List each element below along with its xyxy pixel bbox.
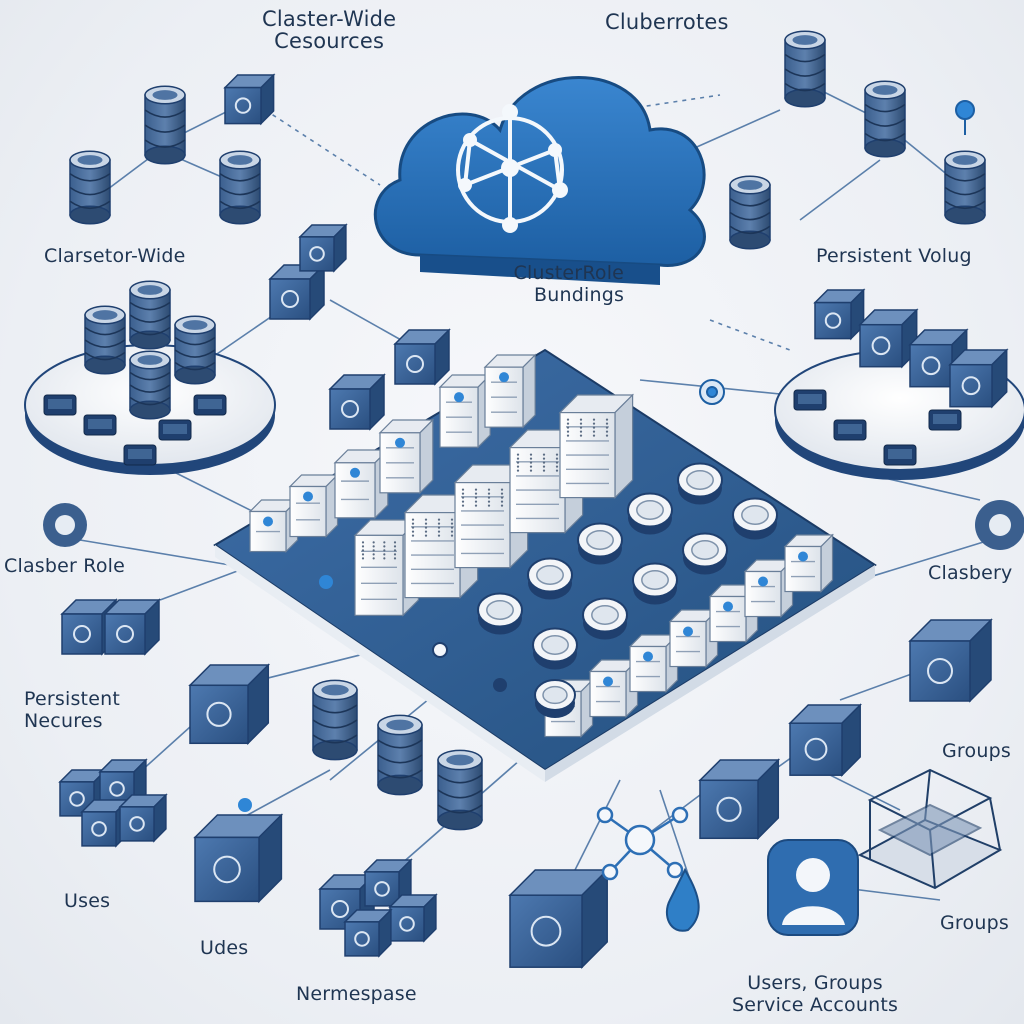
database-stack-icon [70, 151, 110, 224]
blue-cube-icon [860, 310, 917, 367]
cloud-network-icon [375, 78, 704, 286]
blue-cube-icon [395, 330, 449, 384]
device-icon [929, 410, 961, 430]
users-groups-service-accounts-label: Users, Groups Service Accounts [732, 972, 898, 1016]
pod-disc-icon [683, 534, 727, 575]
clasbery-label: Clasbery [928, 562, 1013, 584]
blue-cube-icon [950, 350, 1007, 407]
database-stack-icon [130, 351, 170, 419]
pod-disc-icon [535, 680, 575, 718]
database-stack-icon [730, 176, 770, 249]
database-stack-icon [220, 151, 260, 224]
device-icon [124, 445, 156, 465]
pod-disc-icon [628, 494, 672, 535]
pod-disc-icon [478, 594, 522, 635]
location-pin-icon [700, 380, 724, 404]
pod-disc-icon [678, 464, 722, 505]
blue-cube-icon [700, 760, 778, 838]
database-stack-icon [130, 281, 170, 349]
uses-label: Uses [64, 890, 110, 912]
pod-disc-icon [533, 629, 577, 670]
server-rack-icon [560, 395, 633, 498]
pod-disc-icon [578, 524, 622, 565]
database-stack-icon [438, 750, 482, 829]
pod-disc-icon [583, 599, 627, 640]
blue-cube-icon [790, 705, 860, 775]
blue-cube-icon [300, 225, 346, 271]
device-icon [884, 445, 916, 465]
persistent-necures-label: Persistent Necures [24, 688, 120, 732]
blue-cube-icon [330, 375, 384, 429]
blue-cube-icon [190, 665, 268, 743]
blue-cube-icon [390, 895, 436, 941]
device-icon [794, 390, 826, 410]
pod-disc-icon [633, 564, 677, 605]
blue-cube-icon [270, 265, 324, 319]
blue-cube-icon [105, 600, 159, 654]
database-stack-icon [313, 680, 357, 759]
clasber-role-label: Clasber Role [4, 555, 125, 577]
blue-cube-icon [195, 815, 281, 901]
label-line: Cesources [262, 30, 396, 52]
blue-cube-icon [225, 75, 274, 124]
user-profile-icon [768, 840, 858, 935]
device-icon [834, 420, 866, 440]
pod-disc-icon [733, 499, 777, 540]
database-stack-icon [945, 151, 985, 224]
blue-cube-icon [510, 870, 607, 967]
blue-cube-icon [910, 620, 991, 701]
device-icon [44, 395, 76, 415]
label-line: ClusterRole [414, 262, 624, 284]
database-stack-icon [785, 31, 825, 107]
label-line: Service Accounts [732, 994, 898, 1016]
clarsetor-wide-label: Clarsetor-Wide [44, 245, 186, 267]
udes-label: Udes [200, 937, 248, 959]
groups-label-bottom: Groups [940, 912, 1009, 934]
blue-cube-icon [345, 910, 391, 956]
server-rack-icon [485, 355, 535, 427]
database-stack-icon [175, 316, 215, 384]
label-line: Necures [24, 710, 120, 732]
groups-label-top: Groups [942, 740, 1011, 762]
server-rack-icon [380, 420, 433, 493]
database-stack-icon [378, 715, 422, 794]
label-line: Users, Groups [732, 972, 898, 994]
network-hub-icon [598, 808, 687, 879]
device-icon [194, 395, 226, 415]
device-icon [84, 415, 116, 435]
clusterrole-bindings-label: ClusterRole Bundings [414, 262, 624, 306]
device-icon [159, 420, 191, 440]
cluberrotes-label: Cluberrotes [605, 10, 729, 34]
database-stack-icon [145, 86, 185, 164]
blue-cube-icon [815, 290, 864, 339]
pod-disc-icon [528, 559, 572, 600]
location-pin-icon [956, 101, 974, 135]
database-stack-icon [85, 306, 125, 374]
water-drop-icon [667, 870, 699, 931]
server-rack-icon [290, 475, 338, 537]
database-stack-icon [865, 81, 905, 157]
label-line: Bundings [414, 284, 624, 306]
cluster-rack-frame-icon [860, 770, 1000, 888]
label-line: Persistent [24, 688, 120, 710]
blue-cube-icon [120, 795, 166, 841]
nermespase-label: Nermespase [296, 983, 417, 1005]
server-rack-icon [440, 375, 490, 447]
server-rack-icon [785, 535, 833, 592]
label-line: Claster-Wide [262, 8, 396, 30]
persistent-volume-label: Persistent Volug [816, 245, 972, 267]
cluster-wide-resources-label: Claster-Wide Cesources [262, 8, 396, 52]
